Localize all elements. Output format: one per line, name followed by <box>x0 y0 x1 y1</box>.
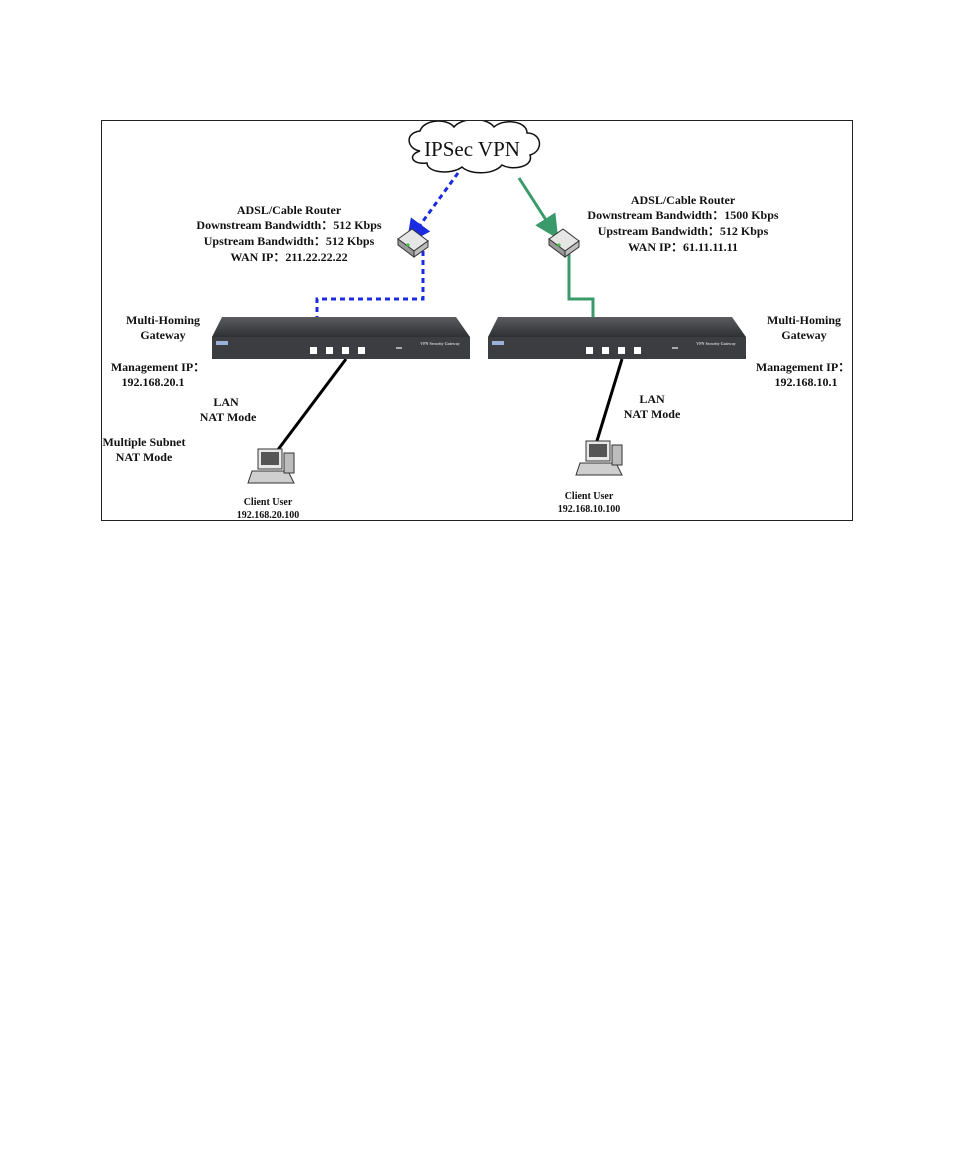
right-lan-cable <box>594 358 624 445</box>
right-gateway-label-1: Multi-Homing <box>767 313 841 327</box>
right-client-label: Client User <box>565 491 614 502</box>
left-gateway-icon: VPN Security Gateway <box>212 317 470 359</box>
right-management-ip: 192.168.10.1 <box>775 375 838 389</box>
left-lan-label-1: LAN <box>213 395 239 409</box>
network-diagram: IPSec VPN VPN Security Gateway <box>101 118 853 521</box>
left-router-icon <box>397 228 429 258</box>
left-gateway-label-2: Gateway <box>140 328 185 342</box>
left-subnet-label-2: NAT Mode <box>116 450 173 464</box>
right-gateway-label-2: Gateway <box>781 328 826 342</box>
left-router-downstream: Downstream Bandwidth：512 Kbps <box>196 218 381 232</box>
vpn-cloud-icon: IPSec VPN <box>408 118 541 174</box>
left-client-computer-icon <box>247 448 295 484</box>
right-router-downstream: Downstream Bandwidth：1500 Kbps <box>587 208 778 222</box>
right-client-ip: 192.168.10.100 <box>558 504 621 515</box>
left-device-label: VPN Security Gateway <box>420 341 460 346</box>
left-router-wan-ip: WAN IP：211.22.22.22 <box>230 250 347 264</box>
right-client-computer-icon <box>575 440 623 476</box>
right-gateway-icon: VPN Security Gateway <box>488 317 746 359</box>
left-lan-cable <box>269 358 348 460</box>
left-router-info: ADSL/Cable Router Downstream Bandwidth：5… <box>196 203 381 264</box>
left-management-ip: 192.168.20.1 <box>122 375 185 389</box>
right-device-label: VPN Security Gateway <box>696 341 736 346</box>
cloud-label: IPSec VPN <box>424 137 520 161</box>
left-router-title: ADSL/Cable Router <box>237 203 342 217</box>
right-router-wan-ip: WAN IP：61.11.11.11 <box>628 240 738 254</box>
right-router-info: ADSL/Cable Router Downstream Bandwidth：1… <box>587 193 778 254</box>
right-lan-label-1: LAN <box>639 392 665 406</box>
left-management-label: Management IP： <box>111 360 205 374</box>
left-subnet-label-1: Multiple Subnet <box>102 435 185 449</box>
right-management-label: Management IP： <box>756 360 850 374</box>
left-client-ip: 192.168.20.100 <box>237 510 300 520</box>
left-client-label: Client User <box>244 497 293 508</box>
right-router-icon <box>548 228 580 258</box>
right-router-title: ADSL/Cable Router <box>631 193 736 207</box>
right-router-upstream: Upstream Bandwidth：512 Kbps <box>598 224 769 238</box>
left-lan-label-2: NAT Mode <box>200 410 257 424</box>
left-router-upstream: Upstream Bandwidth：512 Kbps <box>204 234 375 248</box>
left-gateway-label-1: Multi-Homing <box>126 313 200 327</box>
right-lan-label-2: NAT Mode <box>624 407 681 421</box>
